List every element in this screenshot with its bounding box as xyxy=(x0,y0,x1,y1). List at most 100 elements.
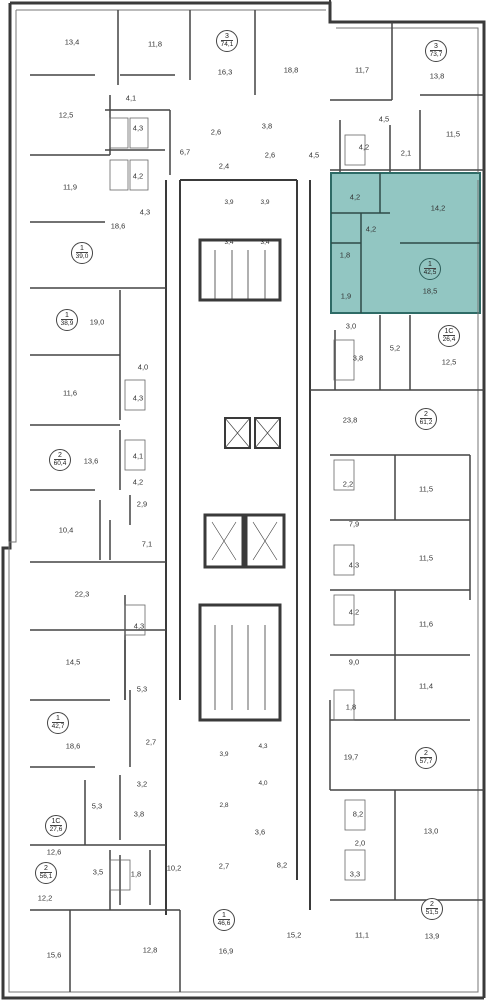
right-partitions xyxy=(310,22,484,901)
apartment-rooms: 2 xyxy=(430,900,434,908)
room-area-r86: 15,2 xyxy=(286,930,302,940)
room-area-r79: 2,7 xyxy=(218,861,230,871)
apartment-rooms: 1С xyxy=(444,327,454,335)
apartment-rooms: 1 xyxy=(65,311,69,319)
room-area-r62: 1,8 xyxy=(345,702,357,712)
room-area-r01: 13,4 xyxy=(64,37,80,47)
room-area-r67: 4,3 xyxy=(258,742,268,750)
apartment-area: 51,5 xyxy=(425,908,439,917)
room-area-r84: 12,2 xyxy=(37,893,53,903)
room-area-r52: 11,5 xyxy=(418,553,434,563)
room-area-r51: 7,1 xyxy=(141,539,153,549)
room-area-r57: 4,3 xyxy=(133,621,145,631)
room-area-r70: 2,8 xyxy=(219,801,229,809)
room-area-r13: 11,5 xyxy=(445,129,461,139)
room-area-r78: 10,2 xyxy=(166,863,182,873)
room-area-r49: 10,4 xyxy=(58,525,74,535)
room-area-r23: 3,9 xyxy=(224,198,234,206)
room-area-r21: 11,9 xyxy=(62,182,78,192)
room-area-r33: 1,9 xyxy=(340,291,352,301)
room-area-r48: 2,9 xyxy=(136,499,148,509)
room-area-r08: 12,5 xyxy=(58,110,74,120)
apartment-rooms: 3 xyxy=(225,32,229,40)
apartment-rooms: 1С xyxy=(51,817,61,825)
room-area-r76: 12,6 xyxy=(46,847,62,857)
apartment-rooms: 1 xyxy=(80,244,84,252)
elevator-shafts xyxy=(203,417,286,569)
room-area-r25: 4,2 xyxy=(349,192,361,202)
room-area-r03: 16,3 xyxy=(217,67,233,77)
room-area-r77: 2,0 xyxy=(354,838,366,848)
room-area-r65: 19,7 xyxy=(343,752,359,762)
apartment-rooms: 2 xyxy=(424,410,428,418)
room-area-r02: 11,8 xyxy=(147,39,163,49)
room-area-r68: 4,0 xyxy=(258,779,268,787)
room-area-r82: 1,8 xyxy=(130,869,142,879)
room-area-r09: 4,3 xyxy=(132,123,144,133)
room-area-r22: 4,3 xyxy=(139,207,151,217)
room-area-r35: 3,0 xyxy=(345,321,357,331)
room-area-r42: 23,8 xyxy=(342,415,358,425)
exterior-double-line xyxy=(8,9,479,993)
room-area-r17: 4,2 xyxy=(358,142,370,152)
apartment-rooms: 2 xyxy=(424,749,428,757)
apartment-rooms: 1 xyxy=(56,714,60,722)
room-area-r44: 4,1 xyxy=(132,451,144,461)
room-area-r74: 13,0 xyxy=(423,826,439,836)
apartment-area: 42,7 xyxy=(51,722,65,731)
room-area-r29: 3,4 xyxy=(224,238,234,246)
room-area-r71: 5,3 xyxy=(91,801,103,811)
room-area-r38: 3,8 xyxy=(352,353,364,363)
apartment-area: 56,1 xyxy=(39,872,53,881)
room-area-r37: 5,2 xyxy=(389,343,401,353)
room-area-r15: 2,6 xyxy=(264,150,276,160)
room-area-r12: 4,5 xyxy=(378,114,390,124)
room-area-r54: 4,2 xyxy=(348,607,360,617)
corridor-walls xyxy=(165,179,311,915)
room-area-r69: 3,2 xyxy=(136,779,148,789)
room-area-r64: 2,7 xyxy=(145,737,157,747)
apartment-rooms: 2 xyxy=(58,451,62,459)
room-area-r73: 8,2 xyxy=(352,809,364,819)
room-area-r72: 3,8 xyxy=(133,809,145,819)
room-area-r04: 18,8 xyxy=(283,65,299,75)
room-area-r32: 18,5 xyxy=(422,286,438,296)
room-area-r07: 4,1 xyxy=(125,93,137,103)
apartment-area: 61,2 xyxy=(419,418,433,427)
room-area-r11: 3,8 xyxy=(261,121,273,131)
room-area-r24: 3,9 xyxy=(260,198,270,206)
room-area-r19: 2,4 xyxy=(218,161,230,171)
room-area-r59: 14,5 xyxy=(65,657,81,667)
room-area-r41: 4,3 xyxy=(132,393,144,403)
room-area-r55: 22,3 xyxy=(74,589,90,599)
room-area-r40: 11,6 xyxy=(62,388,78,398)
room-area-r63: 18,6 xyxy=(65,741,81,751)
room-area-r20: 4,2 xyxy=(132,171,144,181)
room-area-r05: 11,7 xyxy=(354,65,370,75)
stair-core-top xyxy=(198,238,282,302)
apartment-rooms: 3 xyxy=(434,42,438,50)
apartment-area: 38,9 xyxy=(60,319,74,328)
room-area-r58: 9,0 xyxy=(348,657,360,667)
room-area-r80: 8,2 xyxy=(276,860,288,870)
apartment-rooms: 1 xyxy=(428,260,432,268)
room-area-r31: 1,8 xyxy=(339,250,351,260)
room-area-r50: 7,9 xyxy=(348,519,360,529)
room-area-r30: 3,4 xyxy=(260,238,270,246)
